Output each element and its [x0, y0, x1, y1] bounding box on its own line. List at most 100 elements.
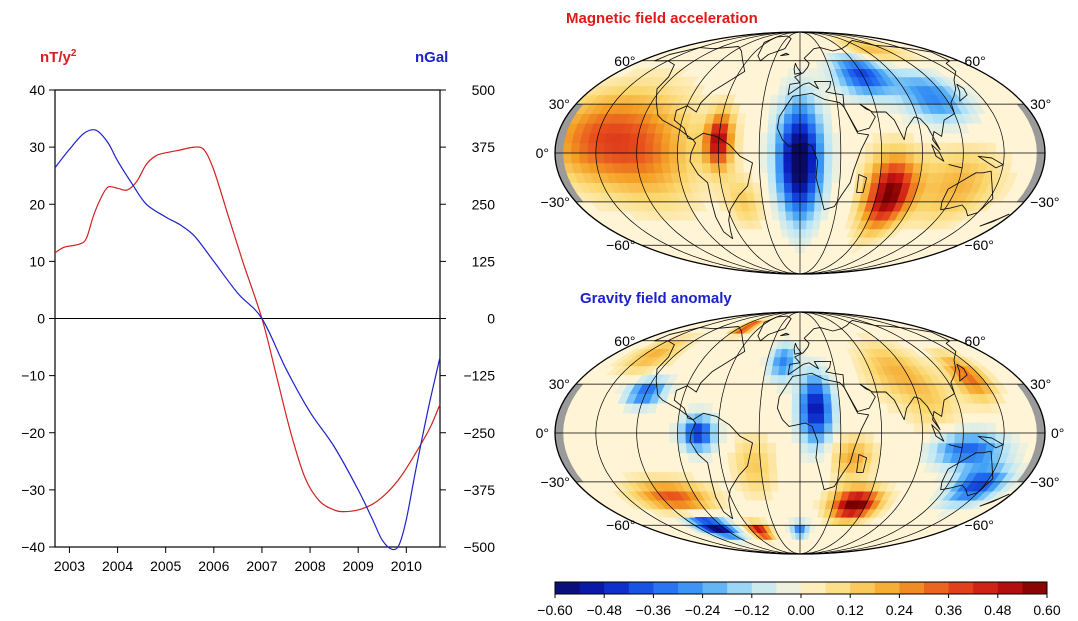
magnetic-map-cell	[743, 172, 753, 183]
magnetic-map-cell	[775, 172, 785, 183]
magnetic-map-cell	[946, 152, 956, 164]
magnetic-map-cell	[815, 142, 825, 154]
magnetic-map-cell	[815, 132, 825, 144]
gravity-map-cell	[758, 432, 768, 444]
gravity-map-cell	[839, 442, 850, 454]
magnetic-map-cell	[775, 142, 785, 154]
gravity-map-cell	[954, 422, 964, 434]
gravity-map-cell	[807, 402, 817, 414]
magnetic-map-cell	[726, 162, 736, 174]
gravity-map-cell	[799, 412, 809, 424]
magnetic-map-cell	[693, 152, 703, 164]
gravity-map-cell	[830, 393, 840, 404]
magnetic-map-cell	[799, 113, 809, 124]
magnetic-map-cell	[799, 162, 809, 174]
magnetic-map-cell	[962, 142, 972, 154]
gravity-map-cell	[986, 422, 997, 434]
magnetic-map-cell	[735, 172, 745, 183]
gravity-map-cell	[799, 402, 809, 414]
gravity-map-cell	[758, 442, 769, 454]
magnetic-map-cell	[954, 142, 964, 154]
right-tick-label: 125	[472, 253, 496, 269]
magnetic-map-cell	[701, 142, 711, 154]
magnetic-map-lat-label-left: 0°	[536, 145, 549, 161]
magnetic-map-lat-label-right: 30°	[1030, 96, 1051, 112]
gravity-map-cell	[709, 422, 719, 434]
gravity-map-cell	[804, 516, 813, 526]
magnetic-map-cell	[660, 152, 671, 164]
magnetic-map-lat-labels: 60°30°0°−30°−60°60°30°−30°−60°	[536, 53, 1060, 253]
gravity-map-cell	[840, 432, 850, 444]
gravity-map-cell	[855, 452, 865, 464]
magnetic-map-cell	[767, 132, 777, 144]
gravity-map-cell	[791, 402, 801, 414]
magnetic-map-coastline	[948, 164, 963, 169]
gravity-map-cell	[830, 462, 840, 473]
gravity-map-cell	[776, 383, 786, 394]
left-tick-label: −40	[21, 539, 45, 555]
magnetic-map-coastline	[757, 35, 792, 62]
magnetic-map-cell	[717, 142, 728, 154]
magnetic-map-cell	[758, 152, 768, 164]
magnetic-map-cell	[783, 152, 793, 164]
magnetic-map-cell	[946, 142, 956, 154]
gravity-map-coastline	[856, 454, 868, 473]
magnetic-map-gap	[555, 104, 584, 202]
magnetic-map-cell	[807, 113, 817, 124]
magnetic-map-cell	[783, 123, 793, 134]
magnetic-map-cell	[775, 162, 785, 174]
gravity-map-cell	[864, 442, 874, 454]
gravity-map-cell	[701, 442, 712, 454]
magnetic-map-cell	[831, 172, 841, 183]
magnetic-map-cell	[767, 172, 777, 183]
left-tick-label: 0	[37, 311, 45, 327]
gravity-map-cell	[767, 452, 777, 464]
magnetic-map-cell	[822, 182, 833, 193]
magnetic-map-cell	[783, 113, 793, 124]
magnetic-map-coastline	[956, 83, 968, 102]
magnetic-map-cell	[872, 132, 882, 144]
gravity-map-cell	[791, 393, 801, 404]
gravity-map-lat-label-right: −30°	[1030, 474, 1059, 490]
colorbar-tick-label: −0.12	[734, 602, 770, 618]
gravity-map-cell	[717, 432, 728, 444]
gravity-map-coastline	[776, 372, 870, 491]
x-tick-label: 2005	[150, 558, 181, 574]
gravity-map-coastline	[787, 319, 957, 431]
magnetic-map-cell	[791, 162, 801, 174]
magnetic-map-cell	[718, 162, 728, 174]
gravity-map-coastline	[956, 363, 968, 382]
left-axis-unit: nT/y2	[40, 48, 77, 66]
magnetic-map-cell	[905, 142, 915, 154]
gravity-map-cell	[768, 472, 778, 483]
colorbar-swatch	[801, 582, 827, 594]
left-tick-label: −30	[21, 482, 45, 498]
magnetic-map-cell	[832, 142, 842, 154]
left-tick-label: −10	[21, 368, 45, 384]
gravity-map-cell	[838, 462, 848, 473]
magnetic-map-cell	[811, 228, 820, 238]
magnetic-map-cell	[792, 201, 801, 212]
magnetic-map-cell	[652, 142, 662, 154]
gravity-map-cell	[799, 516, 807, 526]
gravity-map-cell	[750, 432, 760, 444]
magnetic-map-cell	[709, 142, 719, 154]
gravity-map-cell	[815, 402, 825, 414]
magnetic-map-cell	[587, 142, 597, 154]
magnetic-map-cell	[807, 172, 817, 183]
magnetic-map-cell	[888, 132, 899, 144]
magnetic-map-cell	[822, 103, 832, 114]
gravity-map-coastline	[979, 493, 1010, 507]
gravity-map-cell	[831, 442, 842, 454]
gravity-map-cell	[815, 393, 825, 404]
colorbar-swatch	[1022, 582, 1048, 594]
magnetic-map-cell	[767, 123, 777, 134]
magnetic-map-cell	[791, 113, 801, 124]
magnetic-map-cell	[668, 152, 679, 164]
magnetic-acceleration-series	[54, 146, 441, 513]
